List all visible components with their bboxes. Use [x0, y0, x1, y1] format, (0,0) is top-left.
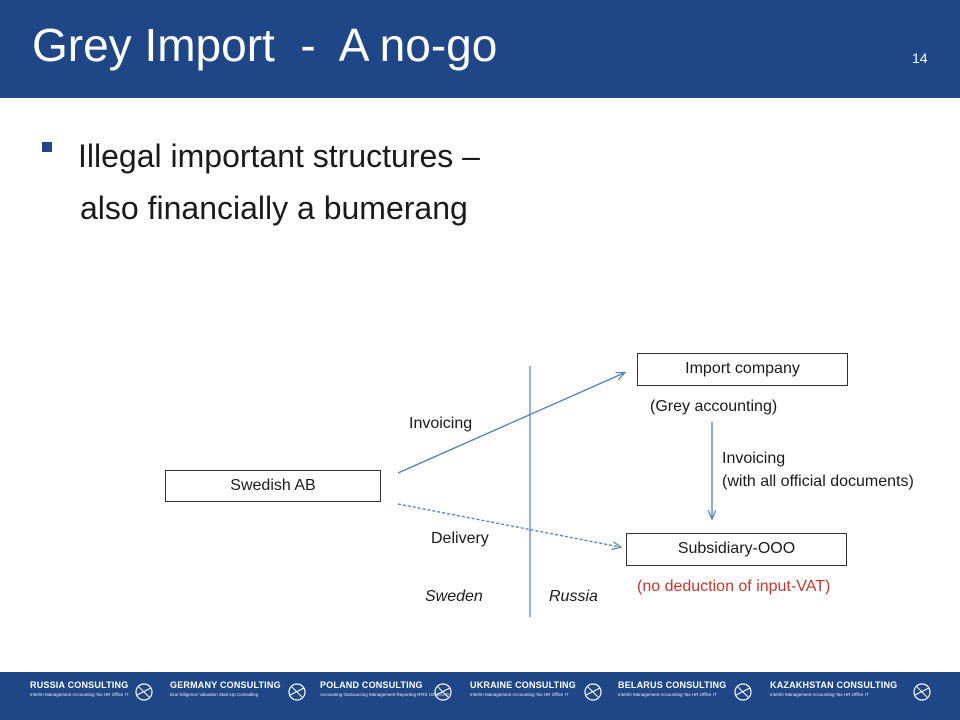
bullet-marker-icon — [42, 142, 52, 152]
delivery-label: Delivery — [431, 530, 489, 547]
globe-icon — [584, 683, 602, 701]
page-number: 14 — [912, 50, 928, 66]
globe-icon — [288, 683, 306, 701]
brand-poland[interactable]: POLAND CONSULTING Accounting Outsourcing… — [320, 680, 450, 697]
russia-label: Russia — [549, 588, 598, 605]
no-deduction-label: (no deduction of input-VAT) — [637, 578, 831, 595]
bullet-line-2: also financially a bumerang — [80, 190, 468, 226]
globe-icon — [434, 683, 452, 701]
brand-belarus[interactable]: BELARUS CONSULTING Interim Management Ac… — [618, 680, 727, 697]
grey-accounting-label: (Grey accounting) — [650, 398, 778, 415]
footer-bar: RUSSIA CONSULTING Interim Management Acc… — [0, 672, 960, 720]
delivery-arrow — [397, 503, 620, 547]
page-title: Grey Import - A no-go — [32, 19, 498, 71]
bullet-point: Illegal important structures – also fina… — [78, 130, 678, 234]
globe-icon — [135, 683, 153, 701]
sweden-label: Sweden — [425, 588, 483, 605]
bullet-line-1: Illegal important structures – — [78, 138, 480, 174]
import-company-box: Import company — [637, 353, 848, 386]
brand-ukraine[interactable]: UKRAINE CONSULTING Interim Management Ac… — [470, 680, 576, 697]
swedish-ab-box: Swedish AB — [165, 470, 381, 502]
invoicing-label: Invoicing — [409, 415, 473, 432]
official-documents-label: (with all official documents) — [722, 473, 914, 490]
subsidiary-box: Subsidiary-OOO — [626, 533, 847, 566]
brand-kazakhstan[interactable]: KAZAKHSTAN CONSULTING Interim Management… — [770, 680, 898, 697]
brand-russia[interactable]: RUSSIA CONSULTING Interim Management Acc… — [30, 680, 129, 697]
title-bar: Grey Import - A no-go 14 — [0, 0, 960, 98]
invoicing-official-label: Invoicing — [722, 450, 786, 467]
globe-icon — [734, 683, 752, 701]
invoicing-arrow — [397, 373, 624, 474]
globe-icon — [913, 683, 931, 701]
brand-germany[interactable]: GERMANY CONSULTING Due Diligence Valuati… — [170, 680, 281, 697]
